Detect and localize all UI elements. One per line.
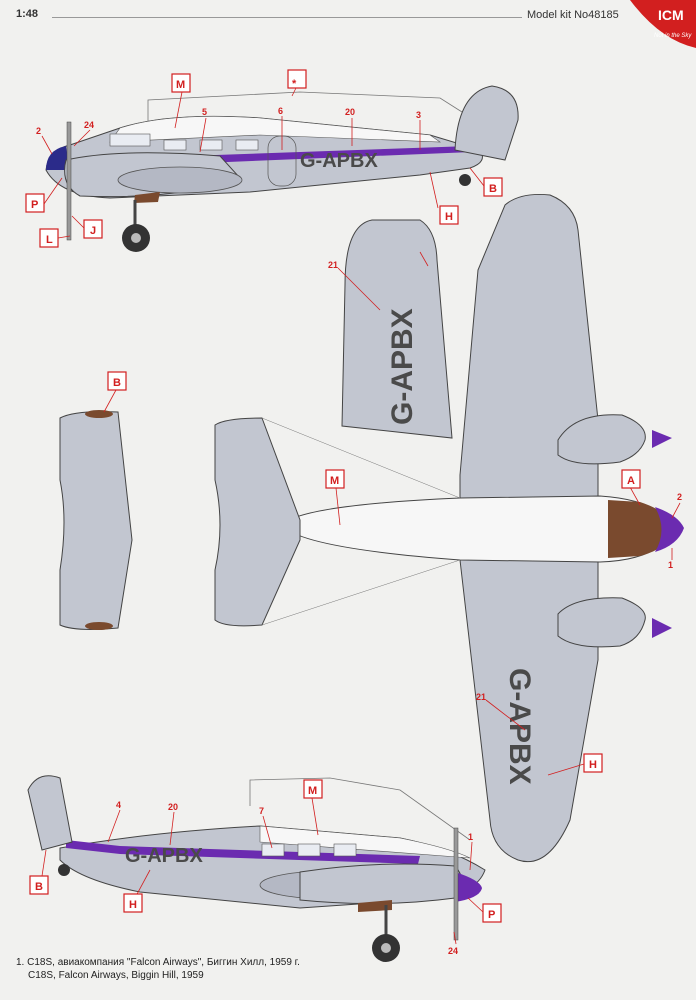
callout-1-plan: 1 xyxy=(668,560,673,570)
callout-labels: M * P J L B H B M A H M B H P xyxy=(25,69,641,923)
leader-lines xyxy=(41,87,681,945)
tail-plane-top xyxy=(214,417,461,627)
caption: 1. C18S, авиакомпания "Falcon Airways", … xyxy=(16,956,300,982)
label-A: A xyxy=(627,475,635,487)
callout-2-top: 2 xyxy=(36,126,41,136)
lower-wing-registration: G-APBX xyxy=(503,668,536,785)
side-left-registration: G-APBX xyxy=(300,150,378,172)
callout-3: 3 xyxy=(416,110,421,120)
logo-tagline: Not in the Sky xyxy=(654,33,692,39)
label-M-plan: M xyxy=(330,475,339,487)
label-B-top: B xyxy=(489,183,497,195)
caption-line-en: C18S, Falcon Airways, Biggin Hill, 1959 xyxy=(28,970,204,981)
callout-4: 4 xyxy=(116,800,121,810)
side-view-left: G-APBX xyxy=(45,85,519,252)
callout-1-bottom: 1 xyxy=(468,832,473,842)
callout-24-top: 24 xyxy=(84,120,94,130)
label-H-top: H xyxy=(445,211,453,223)
icm-logo: ICM Not in the Sky xyxy=(630,0,696,48)
label-P-bottom: P xyxy=(488,909,495,921)
top-view: G-APBX xyxy=(281,194,684,862)
callout-21-upper: 21 xyxy=(328,260,338,270)
label-B-bottom: B xyxy=(35,881,43,893)
callout-numbers: 2 24 5 6 20 3 21 2 1 21 4 20 7 1 24 xyxy=(36,106,682,956)
scale-label: 1:48 xyxy=(16,8,39,20)
side-right-registration: G-APBX xyxy=(125,845,203,867)
callout-2-plan: 2 xyxy=(677,492,682,502)
callout-21-lower: 21 xyxy=(476,692,486,702)
logo-text: ICM xyxy=(658,7,684,23)
callout-24-bottom: 24 xyxy=(448,946,458,956)
callout-6: 6 xyxy=(278,106,283,116)
label-H-bottom: H xyxy=(129,899,137,911)
label-star: * xyxy=(292,78,297,90)
label-P-top: P xyxy=(31,199,38,211)
label-M-top: M xyxy=(176,79,185,91)
kit-number: Model kit No48185 xyxy=(527,9,619,21)
upper-wing-registration: G-APBX xyxy=(386,308,419,425)
label-J: J xyxy=(90,225,96,237)
callout-20-top: 20 xyxy=(345,107,355,117)
callout-5: 5 xyxy=(202,107,207,117)
header-rule xyxy=(52,17,522,18)
label-B-tailplane: B xyxy=(113,377,121,389)
caption-line-ru: 1. C18S, авиакомпания "Falcon Airways", … xyxy=(16,957,300,968)
wing-panel-upper: G-APBX xyxy=(341,219,453,439)
callout-7: 7 xyxy=(259,806,264,816)
tail-plane-bottom xyxy=(59,410,133,630)
label-H-plan: H xyxy=(589,759,597,771)
callout-20-bottom: 20 xyxy=(168,802,178,812)
label-M-bottom: M xyxy=(308,785,317,797)
label-L: L xyxy=(46,234,53,246)
side-view-right: G-APBX xyxy=(27,775,486,962)
